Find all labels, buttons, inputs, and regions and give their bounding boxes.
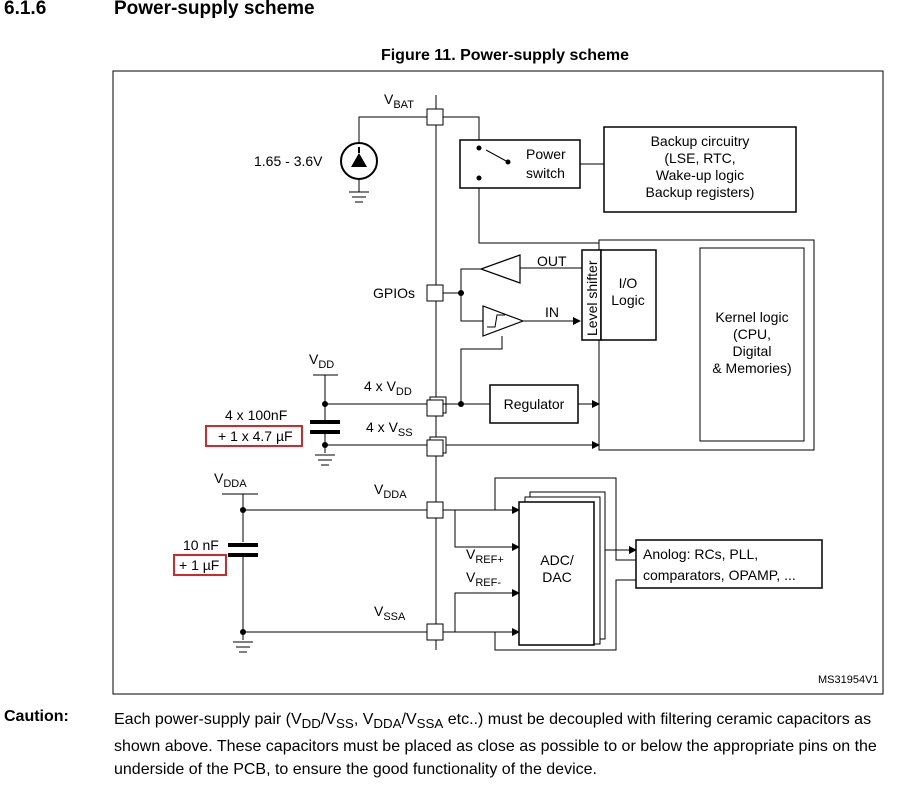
vss-pin xyxy=(426,439,444,457)
level-shifter-label: Level shifter xyxy=(584,260,600,336)
section-heading: 6.1.6 Power-supply scheme xyxy=(4,0,315,20)
schmitt-symbol-icon xyxy=(487,314,505,328)
power-supply-diagram: VBAT 1.65 - 3.6V Power switch Backup cir… xyxy=(112,70,884,695)
vssa-return-wire xyxy=(494,579,636,651)
four-vss-label: 4 x VSS xyxy=(366,419,413,439)
figure-frame xyxy=(112,70,884,695)
regulator-box xyxy=(489,384,579,424)
kernel-label: (CPU, xyxy=(733,326,771,342)
input-buffer-icon xyxy=(482,305,525,337)
section-title: Power-supply scheme xyxy=(114,0,315,19)
switch-output-wire xyxy=(478,188,599,244)
analog-label: Anolog: RCs, PLL, xyxy=(643,546,758,562)
caution-label: Caution: xyxy=(4,708,69,725)
vssa-label: VSSA xyxy=(374,603,406,623)
backup-label: (LSE, RTC, xyxy=(664,150,735,166)
out-label: OUT xyxy=(537,253,567,269)
four-vdd-label: 4 x VDD xyxy=(364,378,412,398)
vdda-capacitor-icon xyxy=(228,543,258,640)
in-label: IN xyxy=(545,304,559,320)
vrefm-label: VREF- xyxy=(466,569,501,589)
vrefp-label: VREF+ xyxy=(466,546,504,566)
vbat-wire xyxy=(358,116,427,143)
caution-text: Each power-supply pair (VDD/VSS, VDDA/VS… xyxy=(114,711,877,779)
io-logic-label: Logic xyxy=(611,292,644,308)
vrefm-wire xyxy=(454,589,520,632)
backup-label: Backup registers) xyxy=(646,184,755,200)
gpio-pin xyxy=(426,284,444,302)
adc-label: ADC/ xyxy=(540,552,574,568)
section-number: 6.1.6 xyxy=(4,0,47,19)
cap-vdd-label: 4 x 100nF xyxy=(225,407,287,423)
vdd-capacitor-icon xyxy=(310,420,340,453)
gpio-in-wire xyxy=(460,293,483,322)
figure-code: MS31954V1 xyxy=(818,674,879,686)
io-logic-box xyxy=(600,249,657,341)
cap-vdda-label: + 1 µF xyxy=(179,557,219,573)
vssa-pin xyxy=(426,623,444,641)
vdd-pin xyxy=(426,399,444,417)
adc-dac-box xyxy=(518,501,595,646)
vdd-label: VDD xyxy=(309,351,334,371)
battery-source-icon xyxy=(340,142,378,203)
backup-label: Backup circuitry xyxy=(651,133,750,149)
switch-symbol-icon xyxy=(476,145,511,181)
power-switch-label: switch xyxy=(526,165,565,181)
io-logic-label: I/O xyxy=(619,275,638,291)
kernel-label: Digital xyxy=(733,343,772,359)
analog-box xyxy=(635,539,823,589)
analog-label: comparators, OPAMP, ... xyxy=(643,567,796,583)
vrefp-wire xyxy=(454,510,520,551)
cap-vdda-highlight xyxy=(173,554,227,576)
out-to-gpio-wire xyxy=(460,268,481,293)
adc-label: DAC xyxy=(542,569,572,585)
vdda-pin xyxy=(426,501,444,519)
battery-range: 1.65 - 3.6V xyxy=(254,153,323,169)
backup-label: Wake-up logic xyxy=(656,167,744,183)
vdd-pin-junction xyxy=(458,401,464,407)
cap-vdd-label: + 1 x 4.7 µF xyxy=(218,428,293,444)
kernel-label: & Memories) xyxy=(712,360,791,376)
cap-vdd-highlight xyxy=(205,425,303,447)
vdd-ground-icon xyxy=(315,454,335,466)
vdda-left-label: VDDA xyxy=(214,470,247,490)
vssa-ground-icon xyxy=(233,641,253,653)
figure-caption: Figure 11. Power-supply scheme xyxy=(380,47,630,64)
backup-circuitry-box xyxy=(603,126,797,213)
vbat-label: VBAT xyxy=(384,91,414,111)
cap-vdda-label: 10 nF xyxy=(183,537,219,553)
regulator-label: Regulator xyxy=(504,396,565,412)
power-switch-label: Power xyxy=(526,146,566,162)
vdda-adc-wire xyxy=(443,477,636,561)
output-buffer-icon xyxy=(479,254,521,284)
vbat-switch-wire xyxy=(443,116,480,140)
gpios-label: GPIOs xyxy=(373,285,415,301)
kernel-label: Kernel logic xyxy=(715,309,788,325)
kernel-logic-box xyxy=(699,247,805,442)
vdda-pin-label: VDDA xyxy=(374,481,407,501)
vbat-pin xyxy=(426,108,444,126)
buffer-supply-wire xyxy=(460,336,503,404)
